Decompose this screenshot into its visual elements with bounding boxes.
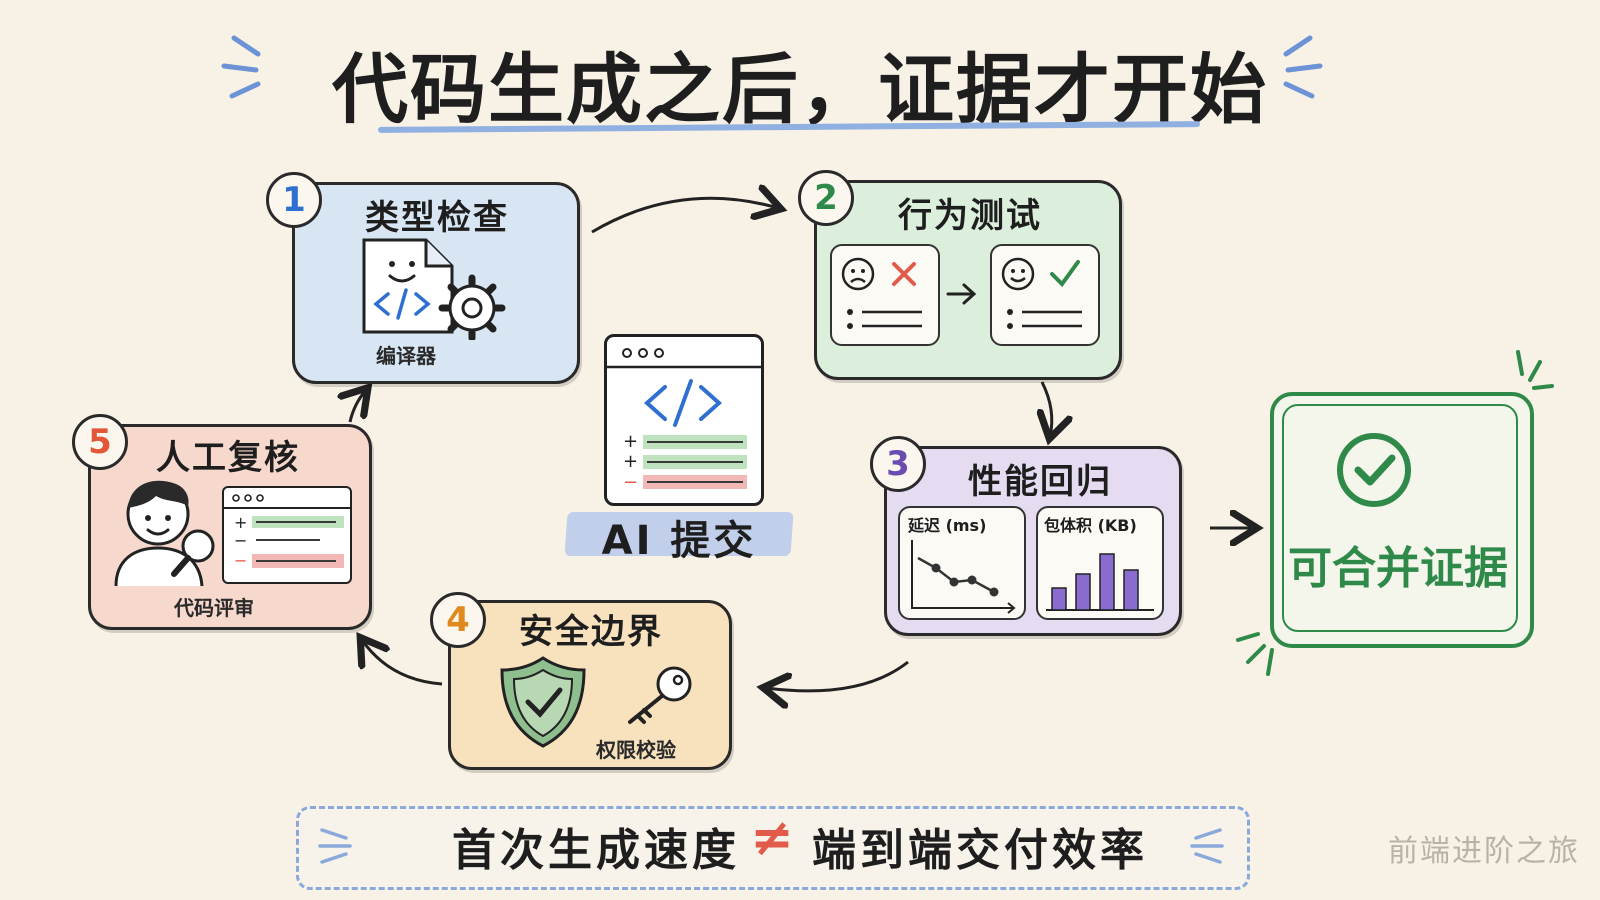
bundle-bar-chart-icon <box>1046 553 1154 611</box>
arrow-1-to-2 <box>591 198 778 234</box>
ai-commit-window: + + − <box>604 334 764 506</box>
svg-text:+: + <box>623 431 638 452</box>
check-circle-icon <box>1337 433 1411 507</box>
bottom-comparison-bar <box>296 806 1250 890</box>
svg-text:−: − <box>234 551 247 570</box>
step-4-sublabel: 权限校验 <box>596 738 676 762</box>
final-evidence-label: 可合并证据 <box>1288 543 1508 594</box>
step-2-title: 行为测试 <box>898 196 1042 236</box>
step-1-sublabel: 编译器 <box>376 344 436 368</box>
bottom-spark-right-icon <box>1190 828 1224 864</box>
latency-line-chart-icon <box>911 540 1016 614</box>
step-4-title: 安全边界 <box>519 612 663 652</box>
review-diff-window: + − − <box>222 486 352 584</box>
step-3-title: 性能回归 <box>968 462 1112 502</box>
title-spark-left-icon <box>221 35 261 99</box>
review-diff-icon: + − − <box>224 494 350 570</box>
arrow-right-icon <box>946 283 977 305</box>
final-spark-bottom-icon <box>1236 632 1274 676</box>
latency-chart-panel: 延迟 (ms) <box>898 506 1026 620</box>
not-equal-symbol: ≠ <box>750 808 798 868</box>
svg-text:−: − <box>623 472 638 493</box>
step-5-sublabel: 代码评审 <box>174 596 254 620</box>
bundle-size-label: 包体积 (KB) <box>1044 516 1137 535</box>
final-evidence-inner-border <box>1282 404 1518 632</box>
step-3-badge: 3 <box>870 436 926 492</box>
failing-test-panel <box>830 244 940 346</box>
shield-check-icon <box>500 656 586 748</box>
sad-face-fail-icon <box>841 257 922 329</box>
final-evidence-card <box>1270 392 1534 648</box>
passing-test-panel <box>990 244 1100 346</box>
bottom-spark-left-icon <box>318 828 352 864</box>
arrow-2-to-3 <box>1042 381 1052 436</box>
watermark: 前端进阶之旅 <box>1388 834 1580 869</box>
ai-commit-label: AI 提交 <box>601 518 757 564</box>
arrow-4-to-5 <box>362 640 443 686</box>
step-5-badge: 5 <box>72 414 128 470</box>
svg-text:+: + <box>623 451 638 472</box>
latency-label: 延迟 (ms) <box>908 516 987 535</box>
step-4-badge: 4 <box>430 592 486 648</box>
final-spark-top-icon <box>1516 350 1554 390</box>
page-title: 代码生成之后，证据才开始 <box>332 45 1268 134</box>
smile-face-pass-icon <box>1001 257 1082 329</box>
arrow-3-to-4 <box>766 660 909 691</box>
bottom-right-text: 端到端交付效率 <box>812 825 1148 876</box>
reviewer-person-icon <box>114 480 215 587</box>
source-file-gear-icon <box>362 238 506 340</box>
title-spark-right-icon <box>1283 35 1323 99</box>
arrow-5-to-1 <box>350 390 366 423</box>
step-2-badge: 2 <box>798 170 854 226</box>
step-1-title: 类型检查 <box>365 198 509 238</box>
svg-text:+: + <box>234 513 247 532</box>
svg-text:−: − <box>234 531 247 550</box>
bottom-left-text: 首次生成速度 <box>452 825 740 876</box>
key-icon <box>628 666 692 724</box>
bundle-size-chart-panel: 包体积 (KB) <box>1036 506 1164 620</box>
step-1-badge: 1 <box>266 172 322 228</box>
step-5-title: 人工复核 <box>156 438 300 478</box>
code-diff-icon: + + − <box>607 348 761 493</box>
